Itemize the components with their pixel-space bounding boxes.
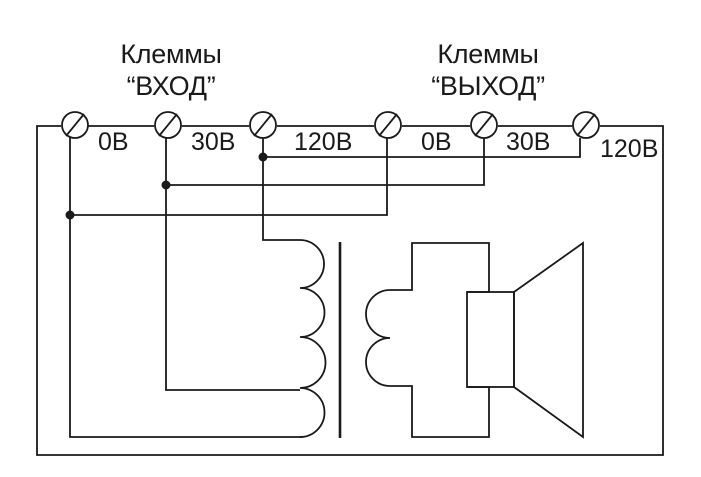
label-output-30v: 30В [506,128,550,156]
label-output-0v: 0В [421,128,452,156]
label-input-0v: 0В [98,128,129,156]
terminal-output-30v [470,111,498,139]
output-heading-title: Клеммы [437,39,539,69]
label-input-120v: 120В [294,128,352,156]
enclosure [36,125,664,456]
output-heading-subtitle: “ВЫХОД” [431,71,545,101]
terminal-input-0v [61,111,89,139]
terminal-input-30v [154,111,182,139]
junction-dot [258,152,268,162]
label-output-120v: 120В [600,135,658,163]
input-terminals-heading: Клеммы “ВХОД” [96,38,246,102]
primary-winding [299,239,327,438]
output-terminals-heading: Клеммы “ВЫХОД” [413,38,563,102]
loudspeaker-icon [466,241,584,439]
terminal-output-0v [374,111,402,139]
input-heading-title: Клеммы [120,39,222,69]
transformer [299,239,490,438]
input-heading-subtitle: “ВХОД” [126,71,216,101]
junctions [65,152,268,220]
terminal-output-120v [572,111,600,139]
terminal-input-120v [249,111,277,139]
junction-dot [161,180,171,190]
label-input-30v: 30В [191,128,235,156]
junction-dot [65,210,75,220]
secondary-winding [365,289,391,387]
internal-wiring [69,136,581,438]
